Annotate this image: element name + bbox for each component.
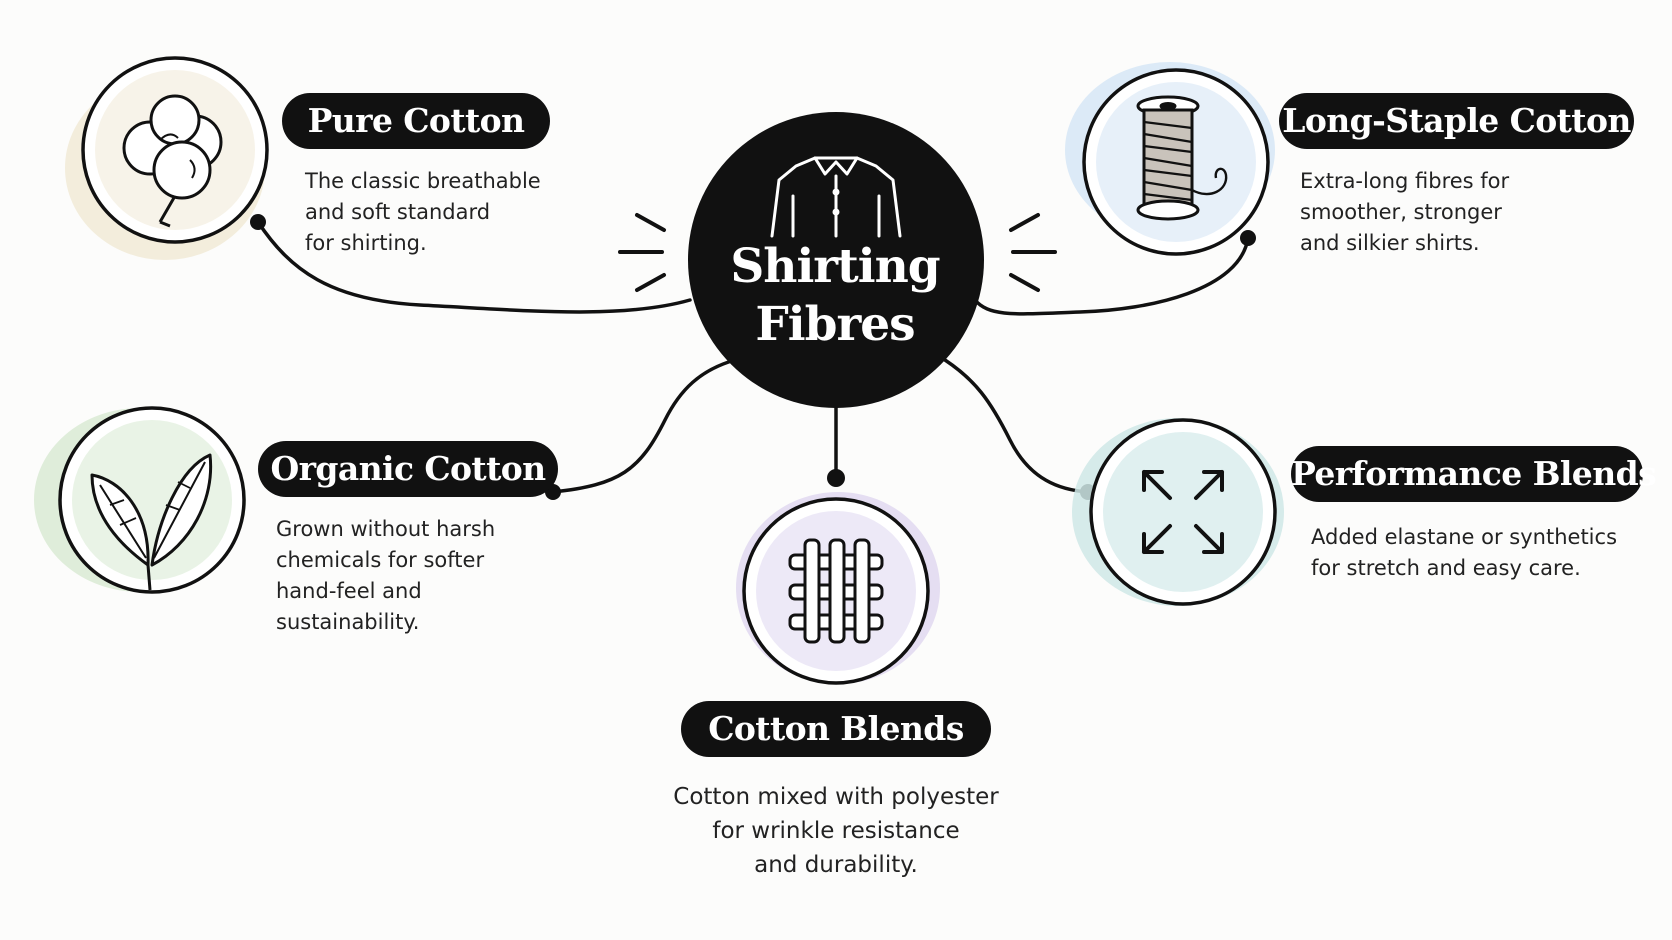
connector-performance bbox=[943, 358, 1090, 494]
performance-blends-label: Performance Blends bbox=[1291, 446, 1657, 502]
pure-cotton-label: Pure Cotton bbox=[282, 93, 550, 149]
stretch-arrows-icon bbox=[1142, 470, 1224, 554]
organic-cotton-description: Grown without harsh chemicals for softer… bbox=[276, 517, 496, 634]
connector-pure-cotton bbox=[256, 220, 692, 314]
leaf-icon bbox=[90, 453, 213, 591]
thread-spool-icon bbox=[1136, 95, 1228, 221]
performance-blends-description: Added elastane or synthetics for stretch… bbox=[1311, 525, 1618, 580]
connectors bbox=[256, 220, 1250, 494]
long-staple-cotton-description: Extra-long fibres for smoother, stronger… bbox=[1300, 169, 1510, 255]
cotton-boll-icon bbox=[122, 94, 223, 228]
connector-organic bbox=[551, 358, 737, 494]
center-node bbox=[688, 112, 984, 408]
center-title-line1: Shirting bbox=[730, 239, 940, 294]
burst-marks bbox=[618, 213, 1057, 292]
cotton-blends-label: Cotton Blends bbox=[681, 701, 991, 757]
pure-cotton-description: The classic breathable and soft standard… bbox=[305, 169, 541, 255]
connector-long-staple bbox=[973, 236, 1250, 316]
organic-cotton-label: Organic Cotton bbox=[258, 441, 558, 497]
center-title: Shirting Fibres bbox=[690, 238, 980, 354]
woven-fabric-icon bbox=[788, 538, 884, 644]
dot-pure-cotton bbox=[250, 214, 266, 230]
dot-blends bbox=[827, 469, 845, 487]
center-title-line2: Fibres bbox=[755, 297, 915, 352]
long-staple-cotton-label: Long-Staple Cotton bbox=[1279, 93, 1634, 149]
dot-long-staple bbox=[1240, 230, 1256, 246]
shirt-icon bbox=[770, 156, 902, 238]
cotton-blends-description: Cotton mixed with polyester for wrinkle … bbox=[673, 784, 999, 878]
